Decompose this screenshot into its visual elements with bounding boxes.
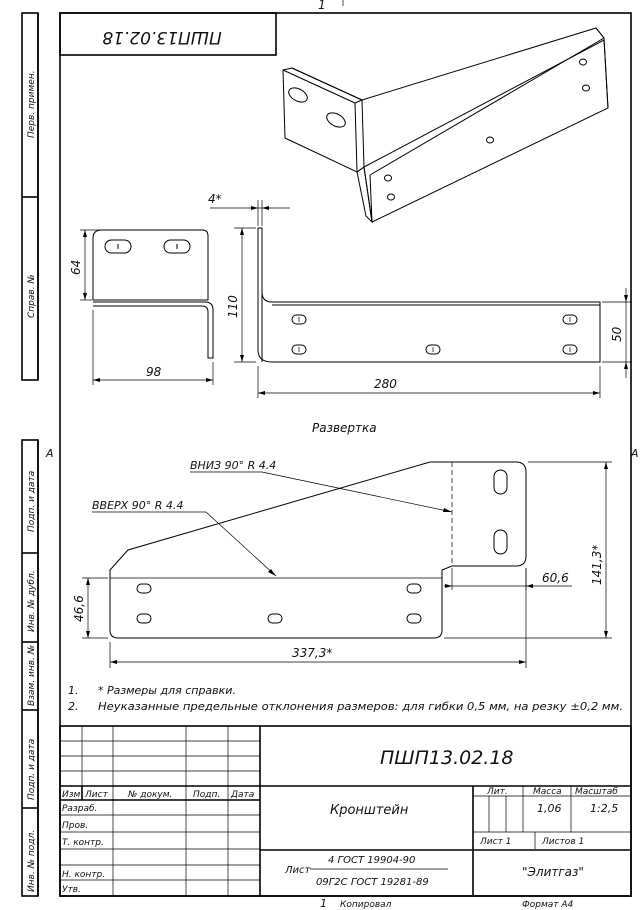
left-strip-bottom: Подп. и дата Инв. № дубл. Взам. инв. № П…	[21, 439, 39, 897]
strip-sprav-nomer: Справ. №	[27, 274, 37, 318]
dim-64: 64	[69, 260, 83, 275]
company-name: "Элитгаз"	[522, 865, 584, 879]
strip-inv-dubl: Инв. № дубл.	[27, 570, 37, 632]
isometric-view	[282, 27, 609, 224]
designation: ПШП13.02.18	[380, 747, 514, 769]
mirrored-code: ПШП13.02.18	[102, 27, 222, 47]
top-sheet-number: 1	[318, 0, 326, 12]
note-vniz: ВНИЗ 90° R 4.4	[190, 459, 276, 472]
note-1-text: * Размеры для справки.	[98, 684, 236, 697]
role-t-kontr: Т. контр.	[62, 838, 104, 848]
masshtab-label: Масштаб	[575, 787, 618, 797]
dim-46-6: 46,6	[72, 595, 86, 622]
strip-vzam-inv: Взам. инв. №	[27, 645, 37, 706]
hdr-data: Дата	[230, 790, 254, 800]
listov-label: Листов 1	[541, 837, 584, 847]
role-razrab: Разраб.	[62, 804, 97, 814]
footer: 1 Копировал Формат А4	[320, 897, 574, 910]
left-strip-top: Перв. примен. Справ. №	[21, 12, 39, 381]
drawing-frame	[59, 12, 632, 897]
dim-4: 4*	[208, 192, 222, 206]
note-1-num: 1.	[68, 684, 79, 697]
footer-format: Формат А4	[522, 900, 574, 910]
footer-page-number: 1	[320, 897, 327, 910]
hdr-izm: Изм	[62, 790, 81, 800]
list-label: Лист 1	[479, 837, 511, 847]
role-prov: Пров.	[62, 821, 88, 831]
dim-280: 280	[374, 377, 397, 391]
note-2-text: Неуказанные предельные отклонения размер…	[98, 700, 623, 713]
dim-98: 98	[146, 365, 162, 379]
note-2-num: 2.	[68, 700, 79, 713]
dim-141-3: 141,3*	[590, 545, 604, 585]
strip-perv-primen: Перв. примен.	[27, 70, 37, 138]
front-view: 64 98	[69, 229, 214, 385]
strip-inv-podl: Инв. № подл.	[27, 830, 37, 892]
part-name: Кронштейн	[330, 803, 409, 818]
title-block: Изм Лист № докум. Подп. Дата Разраб. Про…	[59, 725, 632, 897]
massa-label: Масса	[533, 787, 562, 797]
massa-value: 1,06	[537, 802, 562, 815]
hdr-podp: Подп.	[193, 790, 220, 800]
hdr-list: Лист	[84, 790, 109, 800]
flat-pattern: ВНИЗ 90° R 4.4 ВВЕРХ 90° R 4.4 60,6 141,…	[72, 459, 612, 668]
material-prefix: Лист	[284, 865, 312, 876]
dim-337-3: 337,3*	[292, 646, 332, 660]
role-utv: Утв.	[62, 885, 81, 895]
edge-marker-right: A	[630, 447, 639, 460]
note-vverh: ВВЕРХ 90° R 4.4	[92, 499, 183, 512]
strip-podp-data-1: Подп. и дата	[27, 471, 37, 532]
notes: 1. * Размеры для справки. 2. Неуказанные…	[68, 684, 623, 713]
edge-marker-left: A	[45, 447, 54, 460]
material-top: 4 ГОСТ 19904-90	[328, 855, 415, 866]
footer-kopiroval: Копировал	[340, 900, 392, 910]
strip-podp-data-2: Подп. и дата	[27, 739, 37, 800]
side-view: 4* 110 280 50	[208, 192, 632, 398]
mirrored-code-box: ПШП13.02.18	[59, 12, 277, 56]
hdr-ndoc: № докум.	[127, 790, 172, 800]
dim-60-6: 60,6	[542, 571, 569, 585]
razvertka-label: Развертка	[312, 421, 377, 435]
dim-50: 50	[610, 326, 624, 342]
masshtab-value: 1:2,5	[590, 802, 618, 815]
material-bottom: 09Г2С ГОСТ 19281-89	[316, 877, 429, 888]
role-n-kontr: Н. контр.	[62, 870, 105, 880]
lit-label: Лит.	[486, 787, 508, 797]
dim-110: 110	[226, 295, 240, 318]
